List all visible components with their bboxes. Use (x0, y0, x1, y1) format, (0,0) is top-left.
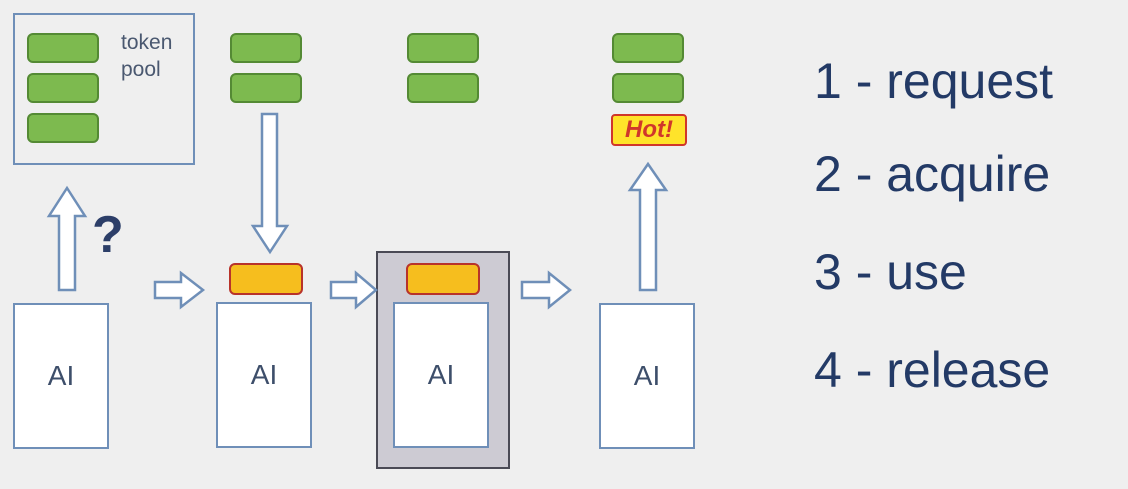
step-acquire: 2 - acquire (814, 146, 1051, 202)
hot-badge: Hot! (611, 114, 687, 146)
flow-arrow-2-icon (329, 270, 378, 310)
agent-box-use: AI (393, 302, 489, 448)
agent-box-request: AI (13, 303, 109, 449)
pool-token (407, 73, 479, 103)
release-arrow-icon (627, 161, 669, 292)
agent-label: AI (633, 360, 661, 391)
pool-token (27, 73, 99, 103)
pool-token (612, 73, 684, 103)
pool-token (407, 33, 479, 63)
agent-label: AI (427, 359, 455, 390)
pool-token (27, 113, 99, 143)
request-arrow-icon (46, 185, 88, 292)
pool-token (27, 33, 99, 63)
step-use: 3 - use (814, 244, 967, 300)
step-request: 1 - request (814, 53, 1054, 109)
question-mark: ? (92, 206, 124, 264)
flow-arrow-1-icon (153, 270, 206, 310)
held-token (229, 263, 303, 295)
flow-arrow-3-icon (520, 270, 572, 310)
held-token (406, 263, 480, 295)
agent-box-acquire: AI (216, 302, 312, 448)
agent-label: AI (250, 359, 278, 390)
step-release: 4 - release (814, 342, 1051, 398)
agent-box-release: AI (599, 303, 695, 449)
pool-token (230, 33, 302, 63)
pool-token (230, 73, 302, 103)
token-pool-box (13, 13, 195, 165)
agent-label: AI (47, 360, 75, 391)
token-pool-label: token pool (121, 31, 173, 81)
acquire-arrow-icon (250, 112, 290, 255)
pool-token (612, 33, 684, 63)
